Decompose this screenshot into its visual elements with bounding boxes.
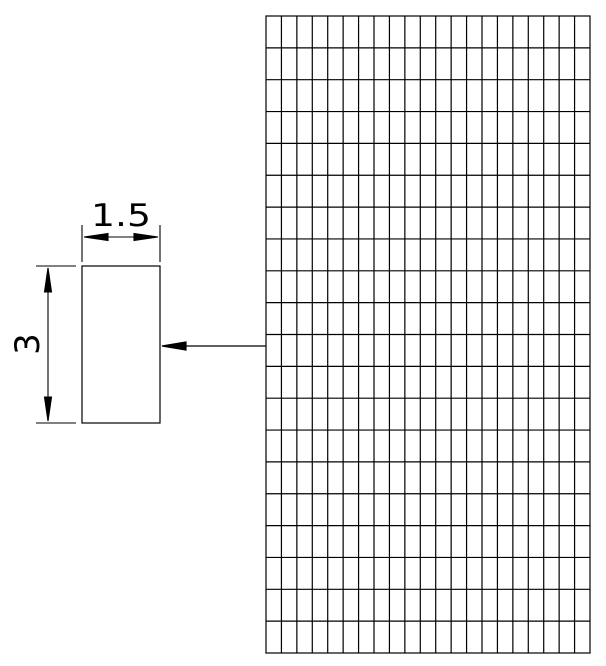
grid-panel [265, 15, 591, 654]
height-dimension [36, 265, 76, 424]
height-arrow-top [43, 267, 53, 293]
height-label: 3 [8, 333, 48, 355]
leader-arrowhead [161, 341, 187, 351]
grid-lines [266, 16, 590, 653]
leader-arrow [161, 341, 266, 351]
width-arrow-left [83, 232, 109, 242]
width-label: 1.5 [91, 198, 151, 234]
width-arrow-right [133, 232, 159, 242]
width-dimension [81, 225, 161, 262]
height-arrow-bottom [43, 396, 53, 422]
small-rectangle [81, 265, 161, 424]
